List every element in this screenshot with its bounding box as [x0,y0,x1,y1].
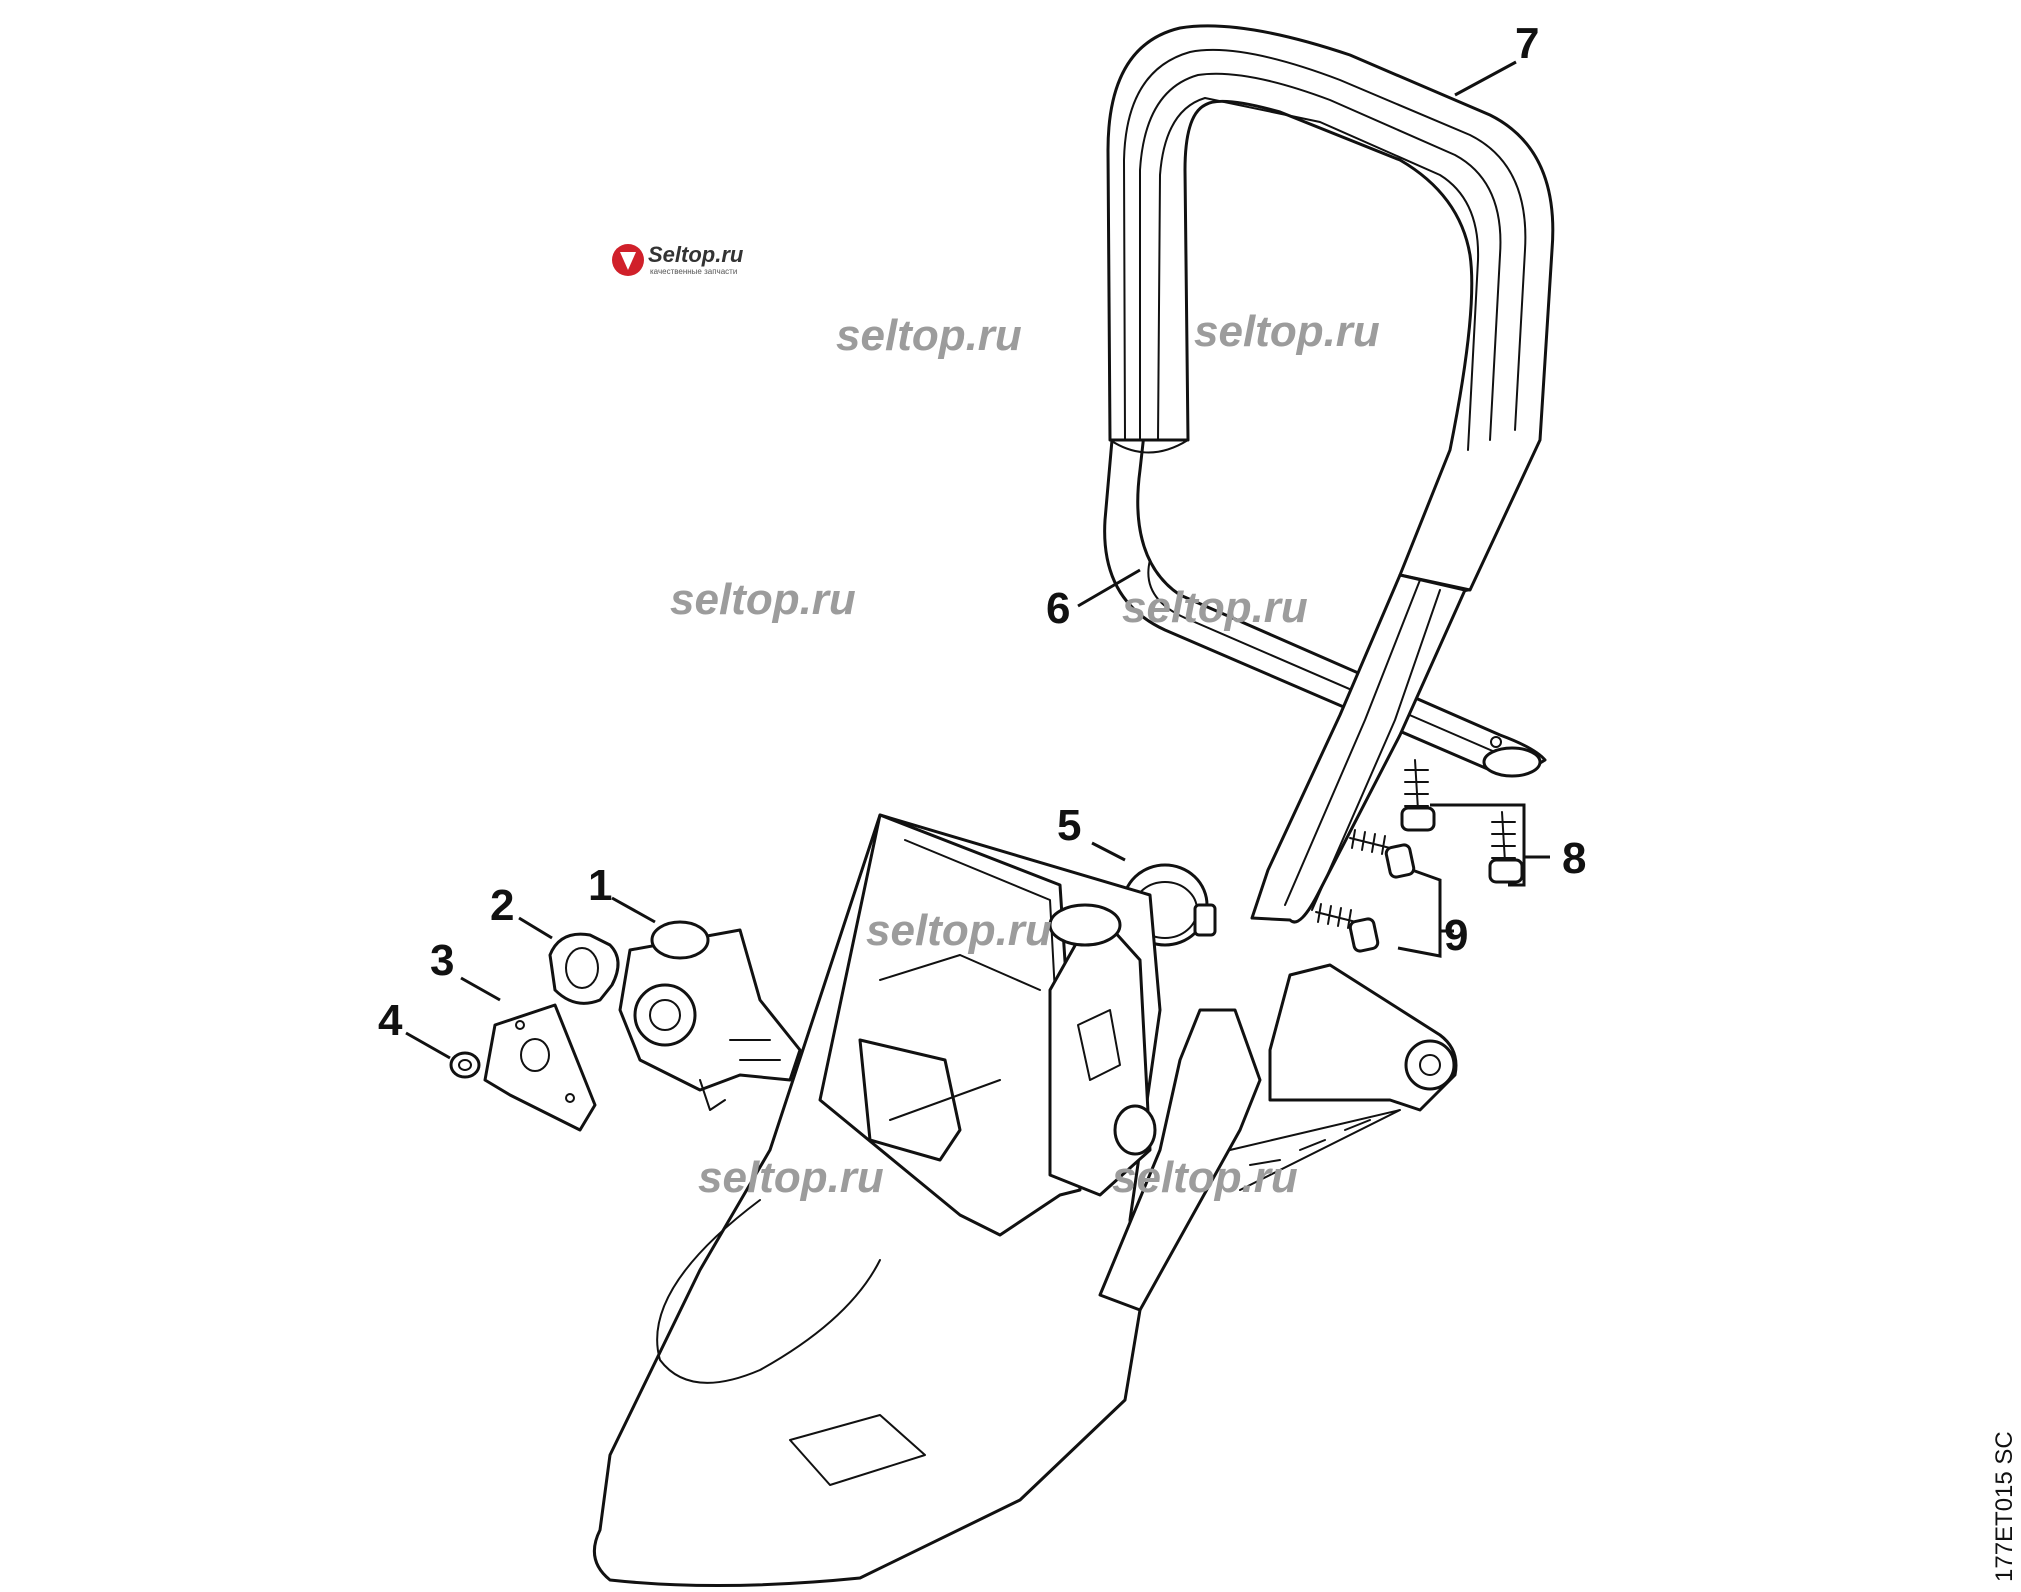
part-number-8: 8 [1562,834,1586,883]
logo-name: Seltop.ru [648,242,744,267]
watermarks: seltop.ru seltop.ru seltop.ru seltop.ru … [670,307,1380,1202]
leader-5 [1091,841,1126,862]
drawing-code: 177ET015 SC [1991,1431,2018,1582]
watermark: seltop.ru [866,906,1052,955]
handle-bar-drawing [1103,24,1555,924]
logo-emblem-mark [620,252,636,270]
screw-9a [1349,829,1416,879]
watermark: seltop.ru [1122,583,1308,632]
carburetor-drawing [618,920,802,1111]
leader-6 [1077,568,1141,608]
watermark: seltop.ru [1112,1153,1298,1202]
leader-9 [1397,868,1442,958]
watermark: seltop.ru [836,311,1022,360]
leader-lines [405,60,1550,1060]
logo-tagline: качественные запчасти [650,267,737,276]
housing-drawing [592,813,1162,1588]
brake-lever-drawing [1098,963,1458,1312]
part-number-5: 5 [1057,801,1081,850]
watermark: seltop.ru [670,575,856,624]
screws-drawing [1315,759,1524,953]
part-number-1: 1 [588,861,612,910]
leader-4 [405,1031,451,1060]
screw-8b [1488,811,1524,884]
screw-9b [1315,903,1380,953]
watermark: seltop.ru [1194,307,1380,356]
part-number-labels: 1 2 3 4 5 6 7 8 9 [378,19,1586,1045]
part-number-4: 4 [378,996,403,1045]
gasket-drawing [483,1003,597,1132]
leader-3 [460,976,501,1002]
leader-1 [611,896,656,924]
leader-7 [1454,60,1517,97]
screw-8a [1400,759,1436,832]
part-number-9: 9 [1444,911,1468,960]
part-number-6: 6 [1046,584,1070,633]
part-number-3: 3 [430,936,454,985]
flange-drawing [548,932,620,1005]
leader-8 [1430,803,1526,887]
seltop-logo: Seltop.ru качественные запчасти [612,242,744,276]
part-number-2: 2 [490,881,514,930]
leader-2 [518,916,553,940]
part-number-7: 7 [1515,19,1539,68]
nut-drawing [449,1051,481,1079]
watermark: seltop.ru [698,1153,884,1202]
